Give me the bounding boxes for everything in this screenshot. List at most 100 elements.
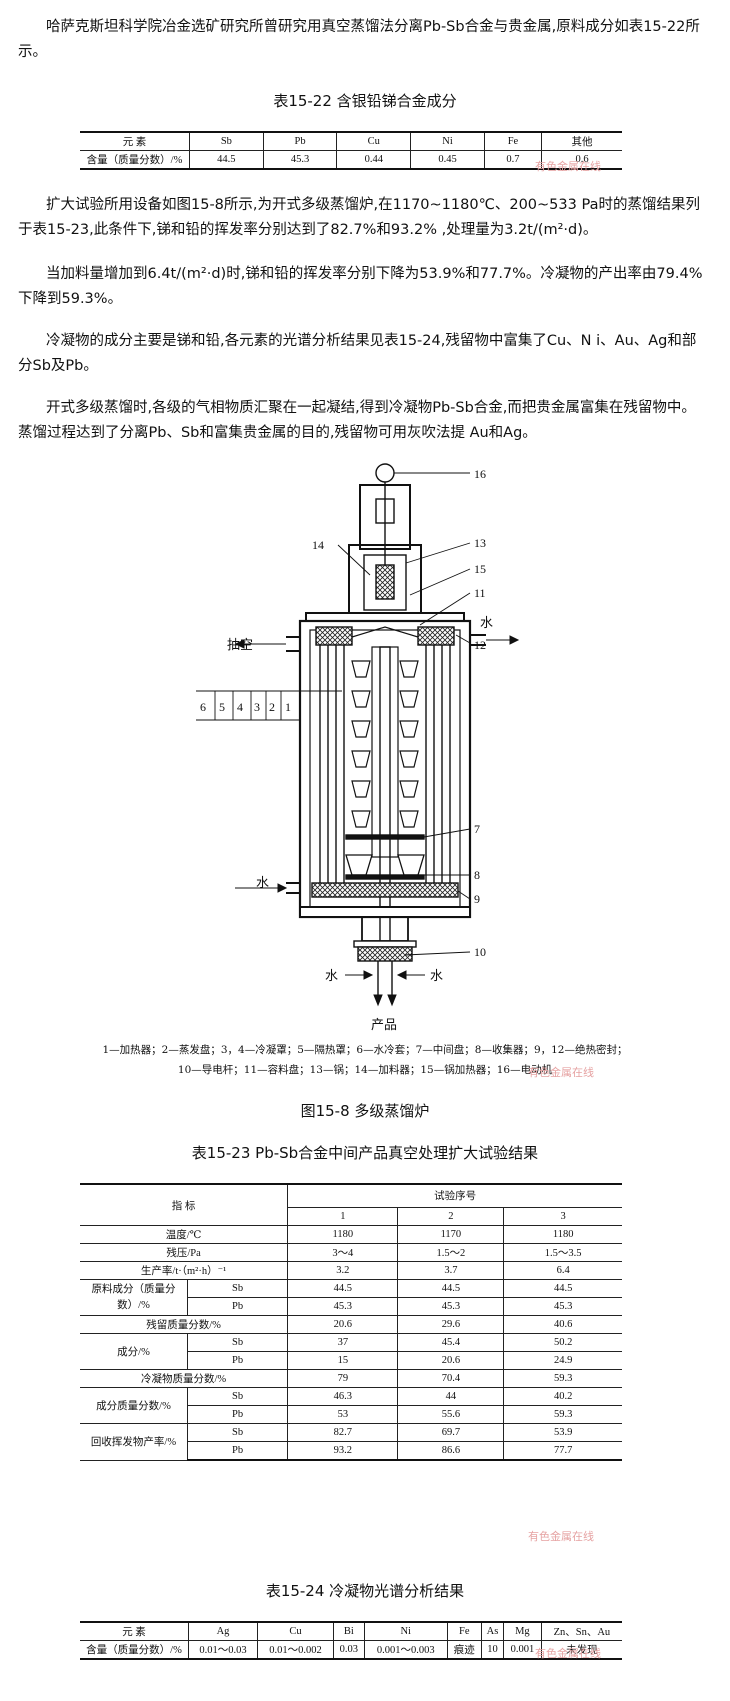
t22-cell: 0.7 [483,150,543,170]
part-number: 7 [474,822,480,836]
part-number: 3 [254,700,260,714]
t23-cell: 55.6 [397,1405,505,1424]
watermark: 有色金属在线 [528,1066,594,1079]
paragraph-open-distillation: 开式多级蒸馏时,各级的气相物质汇聚在一起凝结,得到冷凝物Pb-Sb合金,而把贵金… [18,400,696,441]
t22-header-cell: Pb [262,131,338,151]
t23-cell: 1.5～3.5 [503,1243,622,1262]
t24-header-cell: 元 素 [80,1621,189,1641]
intermediate-tray [345,834,425,840]
t23-group-label: 成分/% [80,1333,188,1370]
t23-cell: 1.5～2 [397,1243,505,1262]
t23-cell: 3.2 [287,1261,399,1280]
t23-group-label: 成分质量分数/% [80,1387,188,1424]
t23-sub-label: Pb [186,1441,289,1461]
heater [371,646,399,858]
t22-cell: 0.6 [541,150,622,170]
t23-cell: 37 [287,1333,399,1352]
t24-header-cell: Cu [257,1621,334,1641]
table-15-23-caption: 表15-23 Pb-Sb合金中间产品真空处理扩大试验结果 [191,1144,539,1162]
t23-cell: 20.6 [287,1315,399,1334]
t22-cell: 45.3 [262,150,338,170]
part-number: 4 [237,700,243,714]
motor-icon [375,463,395,483]
watermark: 有色金属在线 [528,1530,594,1543]
table-15-22: 元 素 Sb Pb Cu Ni Fe 其他 含量（质量分数）/% 44.5 45… [80,131,622,170]
t22-header-cell: Sb [189,131,264,151]
part-number: 11 [474,586,486,600]
t23-cell: 77.7 [503,1441,622,1461]
t23-row-label: 残压/Pa [80,1243,289,1262]
part-number: 13 [474,536,486,550]
t23-cell: 45.3 [397,1297,505,1316]
part-number: 6 [200,700,206,714]
part-number: 5 [219,700,225,714]
bottom-seal [311,882,459,898]
table-15-23: 指 标 试验序号 1 2 3 温度/℃ 1180 1170 1180 残压/Pa… [80,1182,622,1461]
t23-cell: 69.7 [397,1423,505,1442]
figure-legend-line-1: 1—加热器；2—蒸发盘；3，4—冷凝罩；5—隔热罩；6—水冷套；7—中间盘；8—… [102,1044,628,1056]
t23-cell: 24.9 [503,1351,622,1370]
t23-group-label: 回收挥发物产率/% [80,1423,188,1461]
t23-cell: 93.2 [287,1441,399,1461]
t22-cell: 0.44 [336,150,412,170]
label-water-in: 水 [256,875,269,890]
t23-trial-header: 试验序号 [287,1182,622,1208]
t23-cell: 3.7 [397,1261,505,1280]
t23-cell: 45.3 [503,1297,622,1316]
distillation-furnace-diagram: 抽空 水 水 水 水 产品 6 5 4 3 2 1 16 14 13 15 11… [196,463,520,1032]
table-15-22-caption: 表15-22 含银铅锑合金成分 [273,92,457,110]
t23-cell: 86.6 [397,1441,505,1461]
paragraph-intro: 哈萨克斯坦科学院冶金选矿研究所曾研究用真空蒸馏法分离Pb-Sb合金与贵金属,原料… [18,19,700,60]
t23-sub-label: Sb [186,1387,289,1406]
t23-cell: 40.6 [503,1315,622,1334]
t24-header-cell: Ni [363,1621,448,1641]
t23-cell: 6.4 [503,1261,622,1280]
t23-sub-label: Sb [186,1333,289,1352]
part-number: 10 [474,945,486,959]
t23-cell: 15 [287,1351,399,1370]
t23-cell: 59.3 [503,1405,622,1424]
paragraph-setup: 扩大试验所用设备如图15-8所示,为开式多级蒸馏炉,在1170~1180℃、20… [18,197,700,238]
t24-header-cell: Ag [188,1621,258,1641]
part-number: 16 [474,467,486,481]
t23-cell: 1170 [397,1225,505,1244]
t23-cell: 53 [287,1405,399,1424]
t23-cell: 59.3 [503,1369,622,1388]
watermark: 有色金属在线 [535,1647,601,1660]
bottom-coupling [357,946,413,962]
feeder [375,564,395,600]
t23-trial-no: 1 [287,1206,399,1227]
label-water-right: 水 [430,968,443,983]
water-jacket [298,619,472,919]
part-number: 8 [474,868,480,882]
insulation-shell [309,629,461,909]
part-number: 2 [269,700,275,714]
t24-header-cell: Mg [502,1621,542,1641]
upper-seal-right [417,626,455,646]
t23-cell: 20.6 [397,1351,505,1370]
t24-header-cell: Zn、Sn、Au [540,1621,622,1641]
t24-cell: 0.01～0.002 [257,1640,334,1660]
t24-cell: 痕迹 [446,1640,482,1660]
t23-trial-no: 3 [503,1206,622,1227]
t24-cell: 0.03 [332,1640,365,1660]
part-number: 15 [474,562,486,576]
t23-row-label: 冷凝物质量分数/% [80,1369,289,1388]
t22-header-cell: 元 素 [80,131,190,151]
part-number: 14 [312,538,324,552]
t22-cell: 含量（质量分数）/% [80,150,190,170]
t23-group-label: 原料成分（质量分数）/% [80,1279,188,1316]
t23-row-label: 残留质量分数/% [80,1315,289,1334]
t22-cell: 44.5 [189,150,264,170]
part-number: 12 [474,638,486,652]
conductor-rod [379,646,391,948]
label-water-left: 水 [325,968,338,983]
t23-cell: 40.2 [503,1387,622,1406]
t23-cell: 44.5 [287,1279,399,1298]
t22-header-cell: Ni [410,131,485,151]
t23-sub-label: Pb [186,1405,289,1424]
t23-cell: 50.2 [503,1333,622,1352]
paragraph-condensate: 冷凝物的成分主要是锑和铅,各元素的光谱分析结果见表15-24,残留物中富集了Cu… [18,333,697,374]
pot [363,554,407,611]
